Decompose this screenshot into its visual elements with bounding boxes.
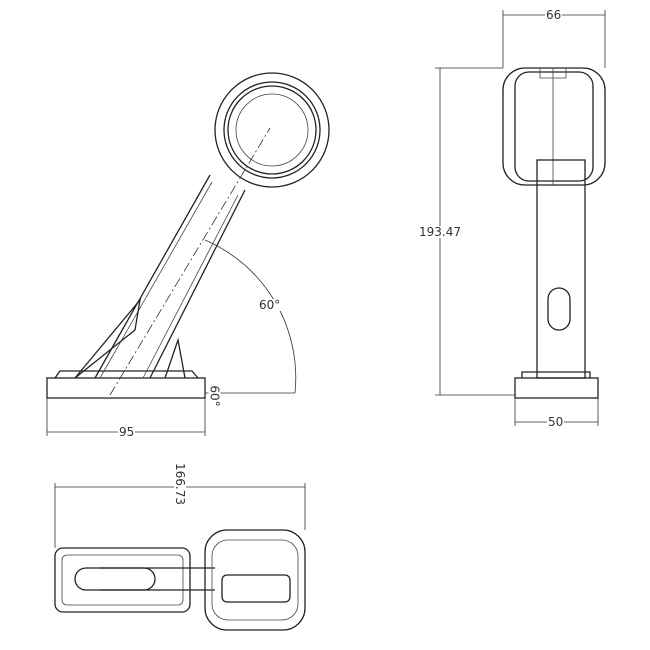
dim-width-top: 66 — [545, 8, 563, 22]
dim-angle-arm: 60° — [258, 298, 282, 312]
side-view — [46, 72, 330, 436]
dim-total-length: 166.73 — [173, 462, 187, 506]
dim-base-length: 95 — [118, 425, 136, 439]
front-view — [435, 10, 606, 426]
dim-base-width: 50 — [547, 415, 565, 429]
dim-angle-base: 60° — [207, 384, 222, 408]
dim-height-total: 193.47 — [418, 225, 462, 239]
